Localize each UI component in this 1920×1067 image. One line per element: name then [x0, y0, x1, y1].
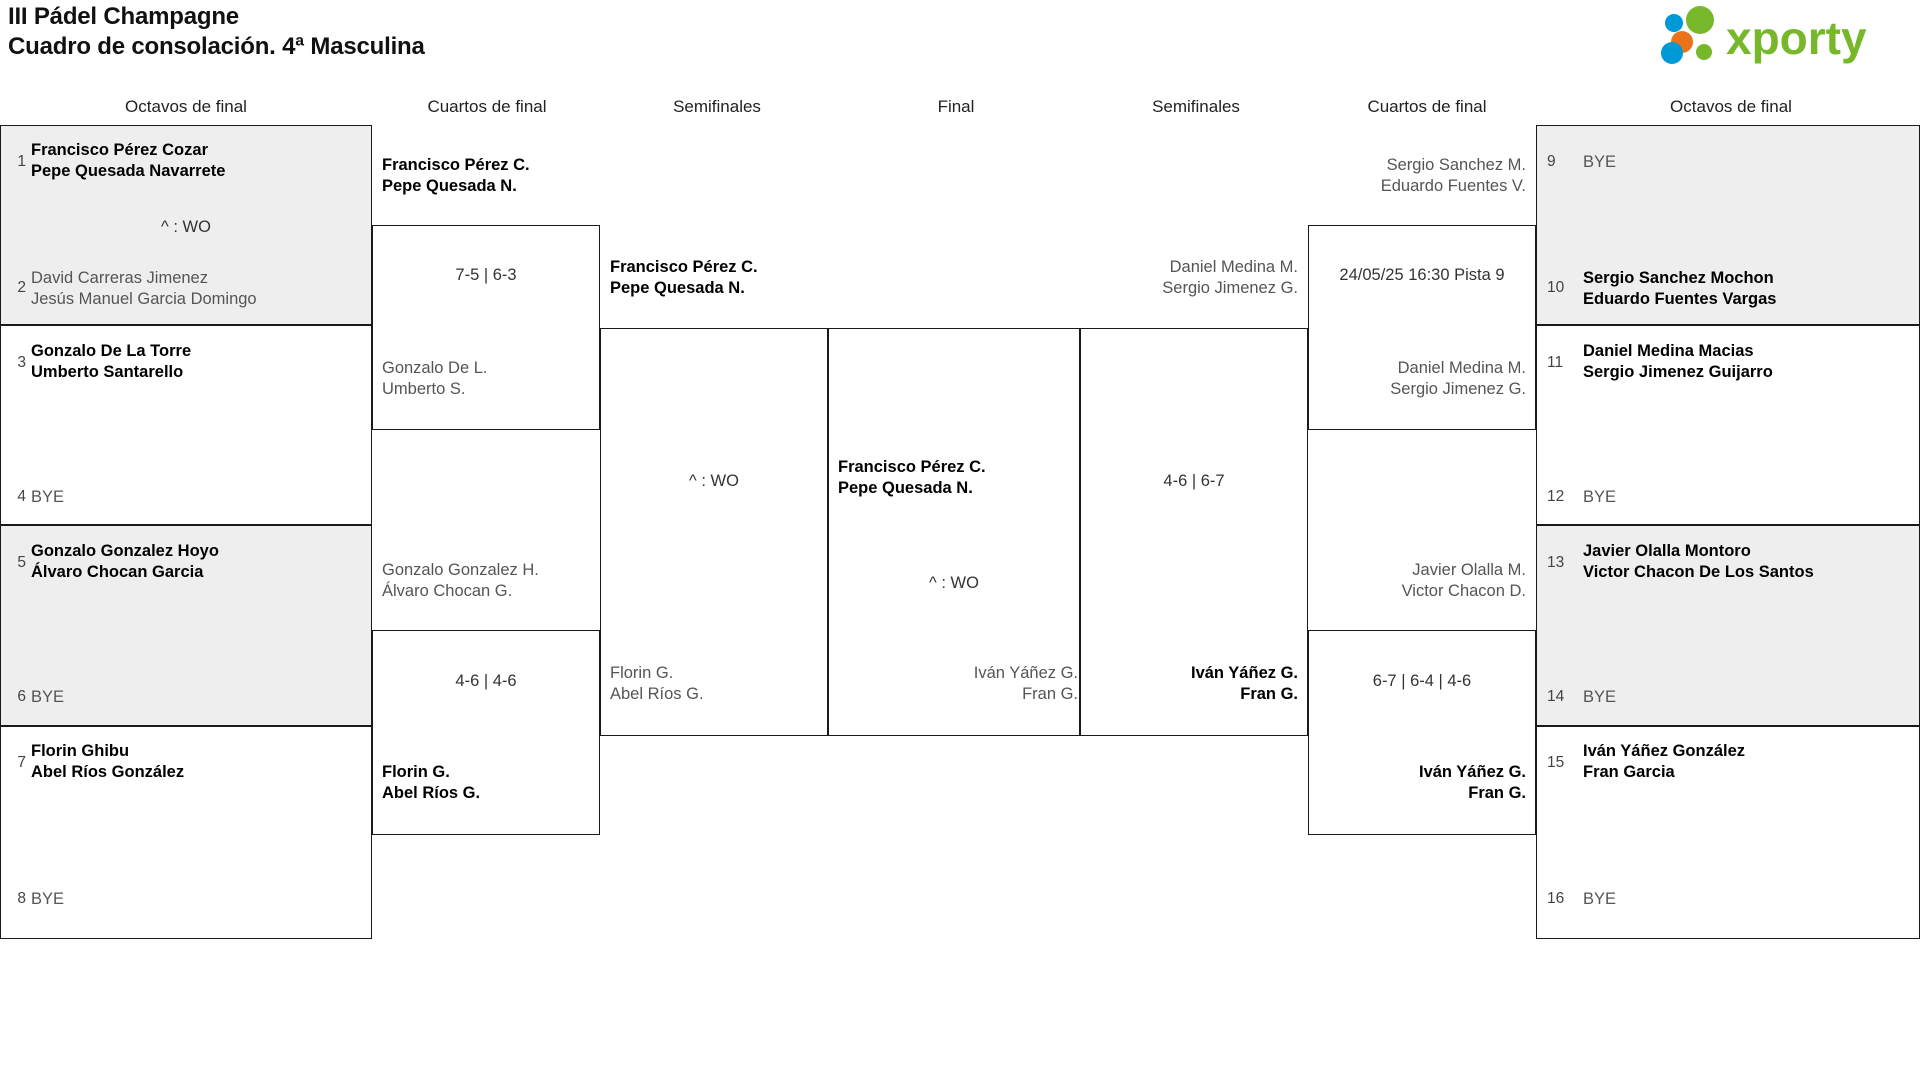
right-r16-team-1: BYE: [1583, 153, 1617, 171]
round-label-right-qf: Cuartos de final: [1367, 97, 1487, 116]
seed-number: 6: [17, 688, 26, 705]
round-label-left-sf: Semifinales: [673, 97, 761, 116]
left-qf-team-4: Florin G. Abel Ríos G.: [382, 763, 481, 802]
left-qf-score-1: 7-5 | 6-3: [455, 266, 517, 284]
final-runner-up: Iván Yáñez G. Fran G.: [973, 664, 1078, 703]
left-qf-team-3: Gonzalo Gonzalez H. Álvaro Chocan G.: [382, 561, 539, 600]
right-qf-team-3: Javier Olalla M. Victor Chacon D.: [1401, 561, 1526, 600]
round-label-final: Final: [937, 97, 975, 116]
seed-number: 1: [17, 153, 26, 170]
seed-number: 5: [17, 554, 26, 571]
left-r16-team-3: Gonzalo De La Torre Umberto Santarello: [31, 342, 192, 381]
right-r16-team-2: Sergio Sanchez Mochon Eduardo Fuentes Va…: [1583, 269, 1777, 308]
left-qf-score-2: 4-6 | 4-6: [455, 672, 517, 690]
page-title: III Pádel Champagne Cuadro de consolació…: [8, 2, 425, 62]
seed-number: 11: [1547, 354, 1564, 371]
left-qf-match-2[interactable]: [372, 630, 600, 835]
left-r16-team-4: BYE: [31, 488, 65, 506]
left-r16-team-8: BYE: [31, 890, 65, 908]
logo-dot-blue-large: [1661, 42, 1683, 64]
left-qf-team-1: Francisco Pérez C. Pepe Quesada N.: [382, 156, 530, 195]
left-r16-team-6: BYE: [31, 688, 65, 706]
left-r16-team-1: Francisco Pérez Cozar Pepe Quesada Navar…: [31, 141, 226, 180]
seed-number: 4: [17, 488, 26, 505]
right-qf-team-4: Iván Yáñez G. Fran G.: [1419, 763, 1526, 802]
right-qf-match-1[interactable]: [1308, 225, 1536, 430]
seed-number: 3: [17, 354, 26, 371]
seed-number: 16: [1547, 890, 1565, 907]
round-label-left-r16: Octavos de final: [125, 97, 247, 116]
logo-dot-green-small: [1696, 44, 1712, 60]
seed-number: 7: [17, 754, 26, 771]
right-r16-team-8: BYE: [1583, 890, 1617, 908]
left-sf-team-2: Florin G. Abel Ríos G.: [610, 664, 704, 703]
seed-number: 2: [17, 279, 26, 296]
left-r16-team-5: Gonzalo Gonzalez Hoyo Álvaro Chocan Garc…: [31, 542, 219, 581]
right-sf-score: 4-6 | 6-7: [1163, 472, 1225, 490]
left-r16-match-2[interactable]: [0, 325, 372, 525]
left-sf-team-1: Francisco Pérez C. Pepe Quesada N.: [610, 258, 758, 297]
left-r16-match-1[interactable]: [0, 125, 372, 325]
xporty-logo: xporty: [1652, 6, 1912, 66]
left-qf-team-2: Gonzalo De L. Umberto S.: [382, 359, 488, 398]
right-r16-team-4: BYE: [1583, 488, 1617, 506]
logo-dot-green-large: [1686, 6, 1714, 34]
round-label-right-r16: Octavos de final: [1670, 97, 1792, 116]
seed-number: 13: [1547, 554, 1565, 571]
left-sf-score: ^ : WO: [689, 472, 739, 490]
seed-number: 15: [1547, 754, 1565, 771]
seed-number: 8: [17, 890, 26, 907]
left-sf-match[interactable]: [600, 328, 828, 736]
right-r16-team-5: Javier Olalla Montoro Victor Chacon De L…: [1583, 542, 1814, 581]
final-winner: Francisco Pérez C. Pepe Quesada N.: [838, 458, 986, 497]
right-qf-score-1: 24/05/25 16:30 Pista 9: [1339, 266, 1505, 284]
left-r16-match-3[interactable]: [0, 525, 372, 726]
right-qf-team-1: Sergio Sanchez M. Eduardo Fuentes V.: [1380, 156, 1526, 195]
tournament-name: III Pádel Champagne: [8, 3, 239, 30]
round-label-right-sf: Semifinales: [1152, 97, 1240, 116]
right-qf-team-2: Daniel Medina M. Sergio Jimenez G.: [1390, 359, 1526, 398]
left-r16-score-1: ^ : WO: [161, 218, 211, 236]
right-r16-match-1[interactable]: [1536, 125, 1920, 325]
right-sf-team-1: Daniel Medina M. Sergio Jimenez G.: [1162, 258, 1298, 297]
left-qf-match-1[interactable]: [372, 225, 600, 430]
final-score: ^ : WO: [929, 574, 979, 592]
right-sf-team-2: Iván Yáñez G. Fran G.: [1191, 664, 1298, 703]
seed-number: 12: [1547, 488, 1565, 505]
final-match[interactable]: [828, 328, 1080, 736]
round-label-left-qf: Cuartos de final: [427, 97, 547, 116]
seed-number: 14: [1547, 688, 1565, 705]
right-sf-match[interactable]: [1080, 328, 1308, 736]
logo-wordmark: xporty: [1726, 12, 1867, 64]
seed-number: 10: [1547, 279, 1565, 296]
bracket-subtitle: Cuadro de consolación. 4ª Masculina: [8, 33, 425, 60]
right-r16-team-6: BYE: [1583, 688, 1617, 706]
right-qf-match-2[interactable]: [1308, 630, 1536, 835]
right-r16-team-7: Iván Yáñez González Fran Garcia: [1583, 742, 1746, 781]
left-r16-match-4[interactable]: [0, 726, 372, 939]
seed-number: 9: [1547, 153, 1556, 170]
left-r16-team-7: Florin Ghibu Abel Ríos González: [31, 742, 185, 781]
left-r16-team-2: David Carreras Jimenez Jesús Manuel Garc…: [31, 269, 257, 308]
logo-dot-blue-small: [1665, 14, 1683, 32]
right-qf-score-2: 6-7 | 6-4 | 4-6: [1372, 672, 1472, 690]
right-r16-team-3: Daniel Medina Macias Sergio Jimenez Guij…: [1583, 342, 1773, 381]
